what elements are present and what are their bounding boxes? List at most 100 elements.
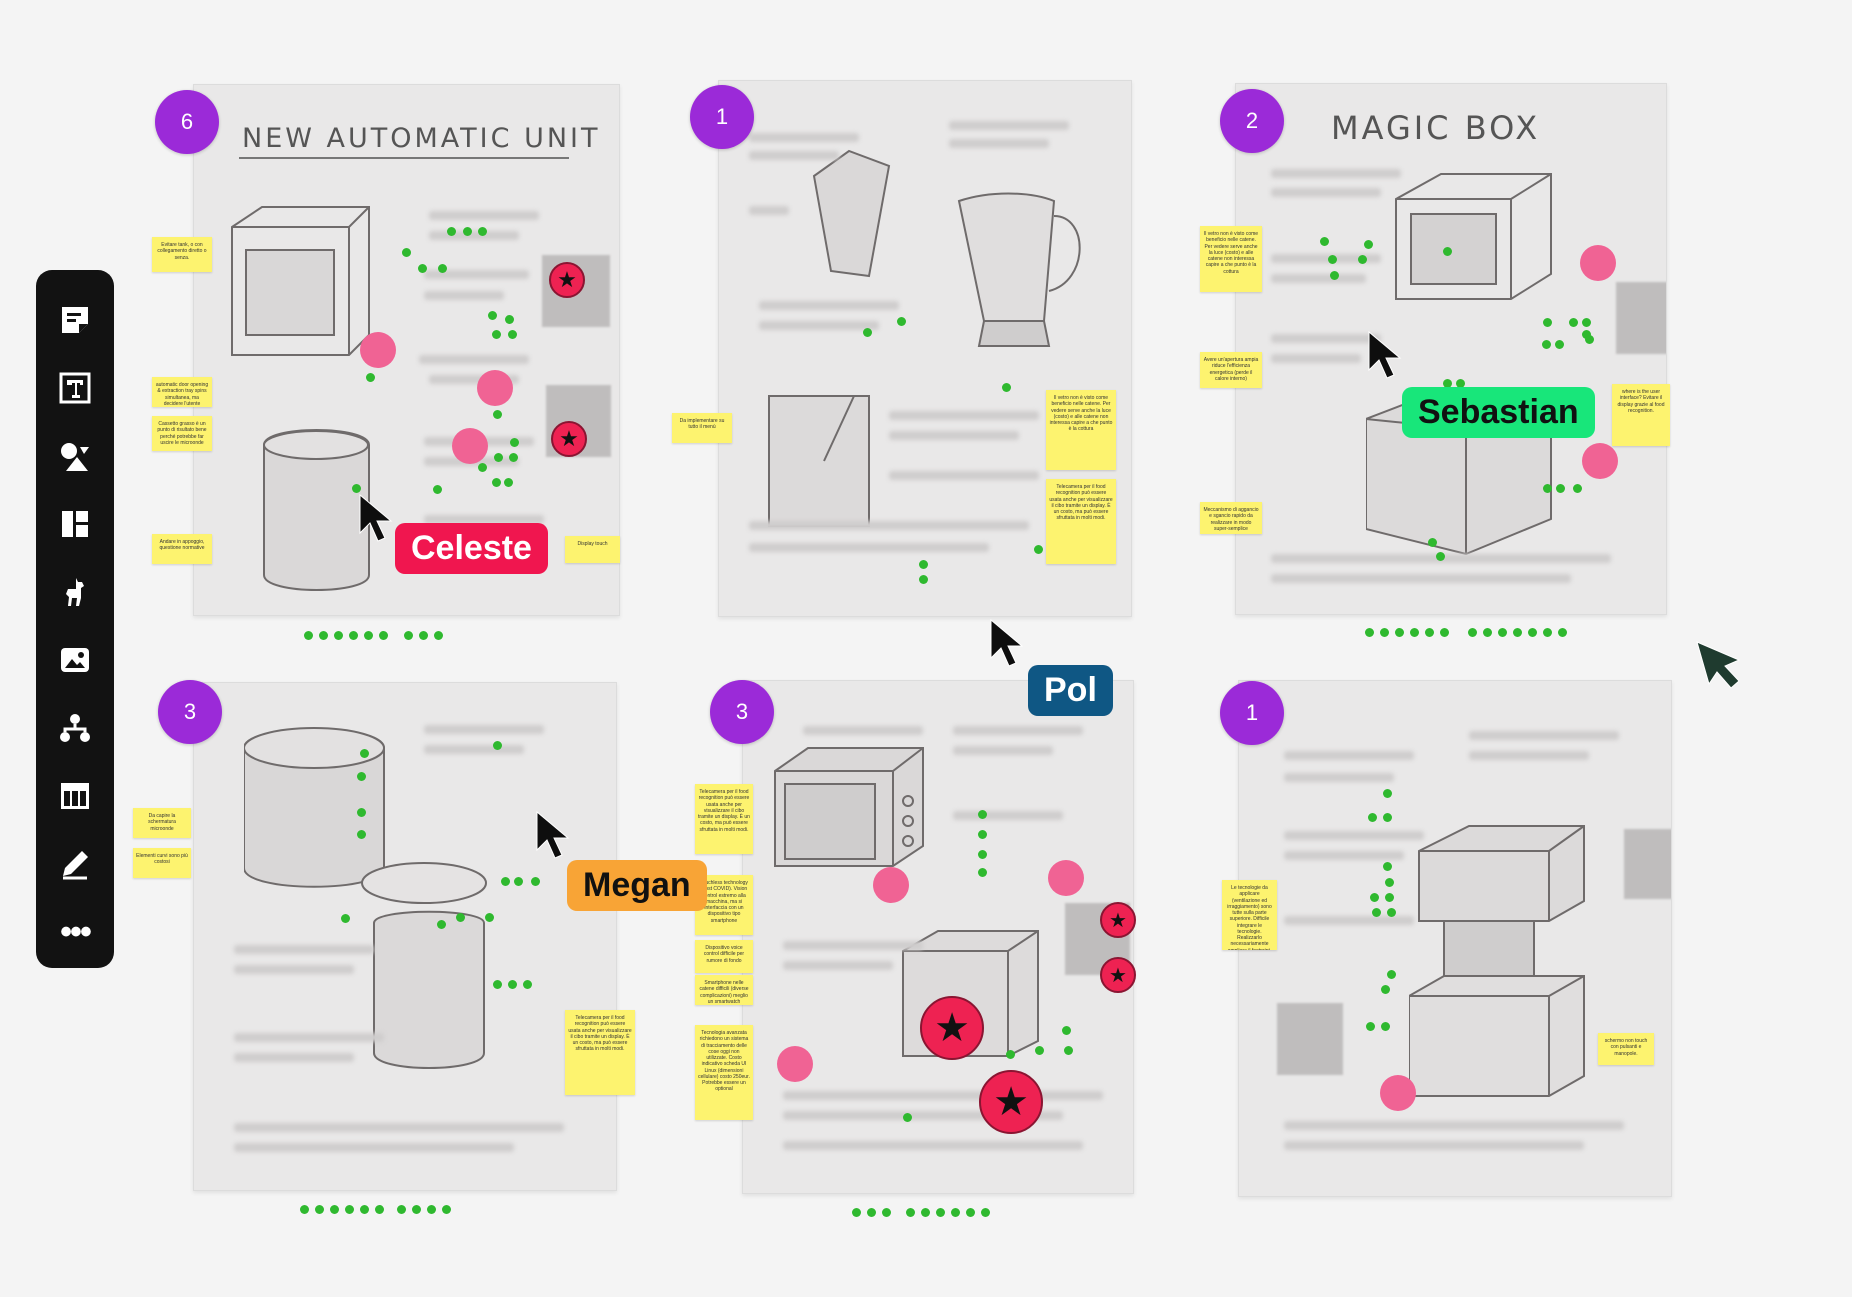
vote-dot[interactable] <box>1585 335 1594 344</box>
vote-dot[interactable] <box>1366 1022 1375 1031</box>
vote-dot[interactable] <box>1395 628 1404 637</box>
pink-dot[interactable] <box>873 867 909 903</box>
vote-dot[interactable] <box>304 631 313 640</box>
vote-dot[interactable] <box>1425 628 1434 637</box>
star-icon[interactable]: ★ <box>1100 957 1136 993</box>
vote-dot[interactable] <box>1456 379 1465 388</box>
pen-tool[interactable] <box>50 839 100 889</box>
vote-dot[interactable] <box>341 914 350 923</box>
vote-dot[interactable] <box>364 631 373 640</box>
vote-dot[interactable] <box>882 1208 891 1217</box>
vote-dot[interactable] <box>419 631 428 640</box>
vote-dot[interactable] <box>978 850 987 859</box>
vote-dot[interactable] <box>357 772 366 781</box>
vote-dot[interactable] <box>1381 1022 1390 1031</box>
vote-dot[interactable] <box>349 631 358 640</box>
llama-tool[interactable] <box>50 567 100 617</box>
vote-dot[interactable] <box>867 1208 876 1217</box>
vote-dot[interactable] <box>434 631 443 640</box>
vote-dot[interactable] <box>1556 484 1565 493</box>
sticky-note[interactable]: Da implementare su tutto il menù <box>672 413 732 443</box>
vote-dot[interactable] <box>1320 237 1329 246</box>
vote-dot[interactable] <box>404 631 413 640</box>
sticky-note[interactable]: automatic door opening & extraction tray… <box>152 377 212 407</box>
vote-dot[interactable] <box>1555 340 1564 349</box>
sketch-card-6[interactable] <box>1238 680 1672 1197</box>
star-icon[interactable]: ★ <box>979 1070 1043 1134</box>
vote-dot[interactable] <box>357 808 366 817</box>
vote-dot[interactable] <box>505 315 514 324</box>
vote-dot[interactable] <box>501 877 510 886</box>
vote-count-badge[interactable]: 3 <box>710 680 774 744</box>
star-icon[interactable]: ★ <box>920 996 984 1060</box>
sticky-note[interactable]: Evitare tank, o con collegamento diretto… <box>152 237 212 272</box>
vote-dot[interactable] <box>1380 628 1389 637</box>
vote-dot[interactable] <box>1387 908 1396 917</box>
vote-dot[interactable] <box>375 1205 384 1214</box>
sticky-note[interactable]: where is the user interface? Evitare il … <box>1612 384 1670 446</box>
vote-dot[interactable] <box>402 248 411 257</box>
more-tool[interactable]: ••• <box>50 907 100 957</box>
vote-dot[interactable] <box>1428 538 1437 547</box>
vote-dot[interactable] <box>1543 484 1552 493</box>
vote-dot[interactable] <box>919 575 928 584</box>
vote-dot[interactable] <box>1064 1046 1073 1055</box>
vote-dot[interactable] <box>1443 247 1452 256</box>
text-tool[interactable] <box>50 363 100 413</box>
sticky-note[interactable]: Le tecnologie da applicare (ventilazione… <box>1222 880 1277 950</box>
pink-dot[interactable] <box>477 370 513 406</box>
sticky-note[interactable]: schermo non touch con pulsanti e manopol… <box>1598 1033 1654 1065</box>
pink-dot[interactable] <box>1580 245 1616 281</box>
vote-dot[interactable] <box>1358 255 1367 264</box>
vote-dot[interactable] <box>1383 789 1392 798</box>
vote-dot[interactable] <box>1365 628 1374 637</box>
vote-dot[interactable] <box>1006 1050 1015 1059</box>
vote-dot[interactable] <box>852 1208 861 1217</box>
vote-dot[interactable] <box>493 741 502 750</box>
sticky-note[interactable]: Avere un'apertura ampia riduce l'efficie… <box>1200 352 1262 388</box>
vote-dot[interactable] <box>1542 340 1551 349</box>
table-tool[interactable] <box>50 771 100 821</box>
sticky-note[interactable]: Telecamera per il food recognition può e… <box>1046 479 1116 564</box>
vote-dot[interactable] <box>510 438 519 447</box>
templates-tool[interactable] <box>50 499 100 549</box>
sketch-card-5[interactable] <box>742 680 1134 1194</box>
vote-count-badge[interactable]: 2 <box>1220 89 1284 153</box>
pink-dot[interactable] <box>360 332 396 368</box>
vote-dot[interactable] <box>345 1205 354 1214</box>
vote-dot[interactable] <box>442 1205 451 1214</box>
vote-dot[interactable] <box>1543 628 1552 637</box>
star-icon[interactable]: ★ <box>1100 902 1136 938</box>
sticky-note-tool[interactable] <box>50 295 100 345</box>
pink-dot[interactable] <box>1582 443 1618 479</box>
vote-dot[interactable] <box>903 1113 912 1122</box>
pink-dot[interactable] <box>1048 860 1084 896</box>
vote-dot[interactable] <box>508 330 517 339</box>
sketch-card-3[interactable]: MAGIC BOX <box>1235 83 1667 615</box>
vote-dot[interactable] <box>1385 893 1394 902</box>
sticky-note[interactable]: Display touch <box>565 536 620 563</box>
vote-dot[interactable] <box>1370 893 1379 902</box>
vote-dot[interactable] <box>412 1205 421 1214</box>
vote-dot[interactable] <box>463 227 472 236</box>
vote-dot[interactable] <box>1440 628 1449 637</box>
vote-dot[interactable] <box>1543 318 1552 327</box>
vote-dot[interactable] <box>492 478 501 487</box>
vote-dot[interactable] <box>1034 545 1043 554</box>
vote-dot[interactable] <box>438 264 447 273</box>
vote-dot[interactable] <box>897 317 906 326</box>
vote-dot[interactable] <box>531 877 540 886</box>
vote-dot[interactable] <box>1569 318 1578 327</box>
star-icon[interactable]: ★ <box>549 262 585 298</box>
sticky-note[interactable]: Elementi curvi sono più costosi <box>133 848 191 878</box>
vote-dot[interactable] <box>1385 878 1394 887</box>
vote-dot[interactable] <box>366 373 375 382</box>
vote-dot[interactable] <box>1410 628 1419 637</box>
vote-dot[interactable] <box>433 485 442 494</box>
vote-dot[interactable] <box>330 1205 339 1214</box>
vote-dot[interactable] <box>1573 484 1582 493</box>
vote-dot[interactable] <box>919 560 928 569</box>
image-tool[interactable] <box>50 635 100 685</box>
vote-dot[interactable] <box>447 227 456 236</box>
vote-dot[interactable] <box>1372 908 1381 917</box>
